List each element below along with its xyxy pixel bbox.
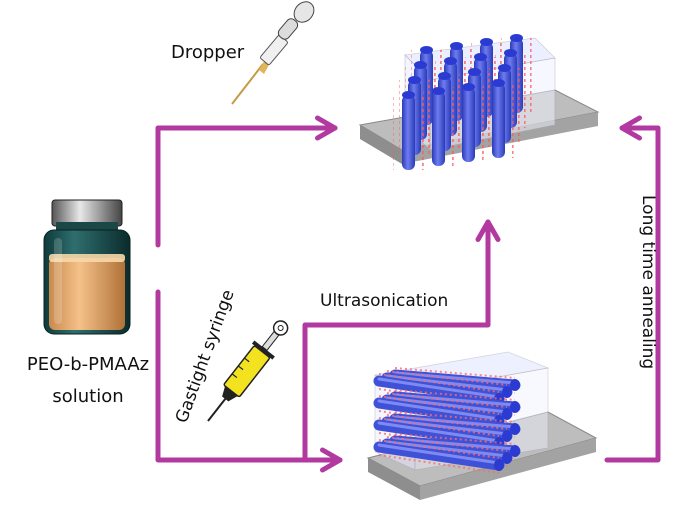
dropper-icon: [231, 1, 315, 105]
horizontal-cylinder: [373, 375, 505, 405]
vertical-cylinder: [402, 95, 415, 170]
arrow-ultrasonication: [302, 219, 501, 463]
dropper-label: Dropper: [171, 42, 245, 63]
arrow-lower: [155, 289, 343, 473]
solution-label-line2: solution: [52, 386, 123, 407]
horizontal-cylinder-film: [366, 351, 598, 500]
annealing-label: Long time annealing: [638, 195, 658, 369]
vertical-cylinder: [432, 91, 445, 166]
arrow-annealing: [604, 115, 661, 463]
horizontal-cylinder: [373, 397, 505, 427]
solution-label-line1: PEO-b-PMAAz: [27, 354, 149, 375]
vertical-cylinders: [393, 34, 556, 170]
arrows: [155, 115, 661, 473]
vial-icon: [43, 199, 131, 335]
syringe-label: Gastight syringe: [172, 287, 239, 426]
horizontal-cylinder: [373, 419, 505, 449]
vertical-cylinder: [492, 83, 505, 158]
syringe-icon: [207, 320, 289, 422]
horizontal-cylinders: [373, 351, 550, 474]
horizontal-cylinder: [373, 441, 505, 471]
arrow-upper: [155, 115, 338, 248]
vertical-cylinder-film: [358, 34, 600, 170]
vertical-cylinder: [462, 87, 475, 162]
ultrasonication-label: Ultrasonication: [320, 291, 448, 311]
